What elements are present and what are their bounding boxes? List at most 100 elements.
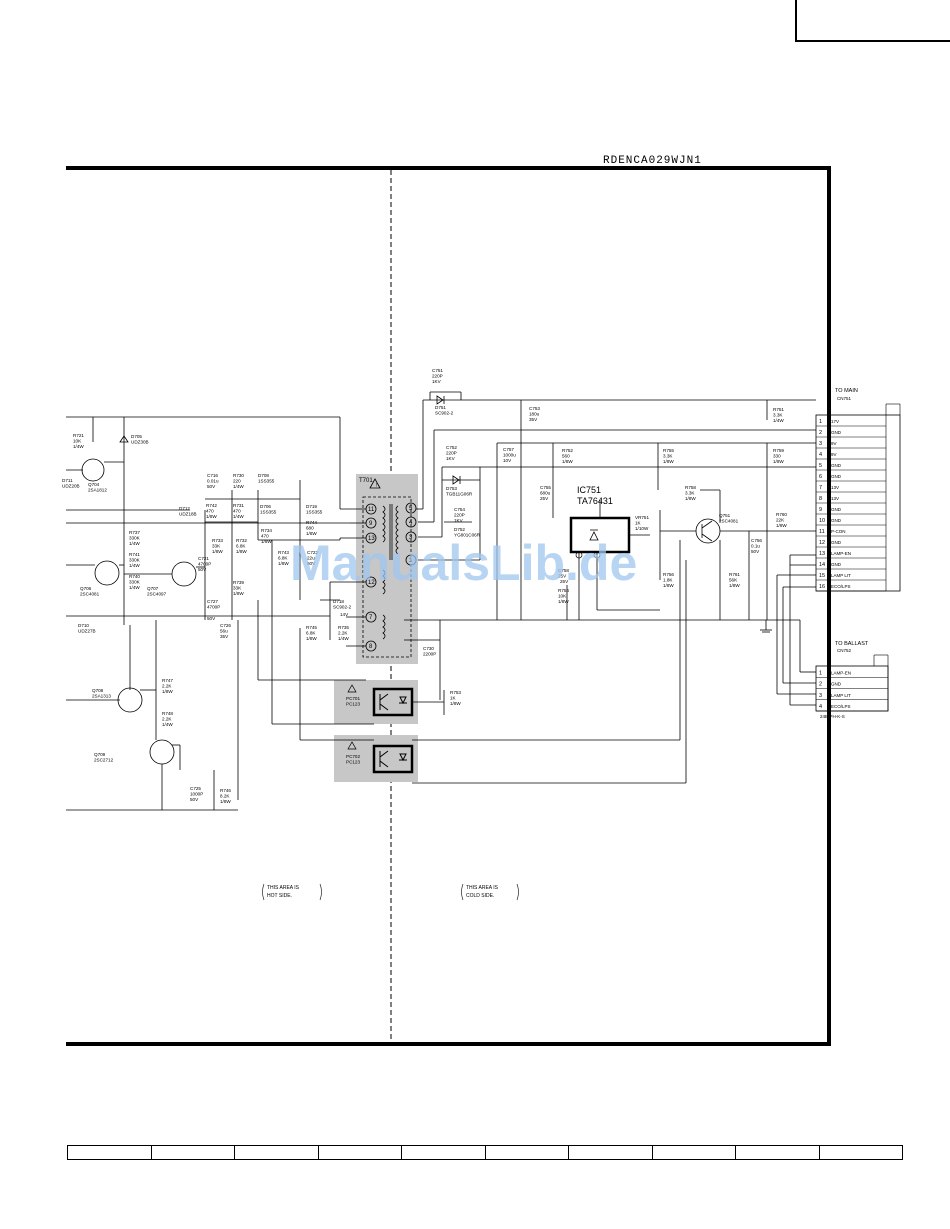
component-label-q707: 2SC4097	[147, 592, 167, 597]
ic751-ref: IC751	[577, 485, 601, 495]
component-label-d706: 1SS355	[260, 510, 277, 515]
component-label-r735: 2.2K	[338, 631, 348, 636]
component-label-pc702: PC123	[346, 760, 360, 765]
cold-note-line1: THIS AREA IS	[466, 885, 499, 891]
to-ballast-note: 24B-PH-K-S	[820, 714, 845, 719]
component-label-r743: 6.8K	[278, 556, 288, 561]
component-label-q704: Q704	[88, 482, 100, 487]
component-label-d705: D705	[131, 434, 142, 439]
pin-signal-name: 13V	[831, 496, 839, 501]
component-label-c730: C730	[423, 646, 434, 651]
component-label-r721: R721	[73, 433, 84, 438]
component-label-d719: D719	[306, 504, 317, 509]
pin-signal-name: GND	[831, 562, 842, 567]
pin-signal-name: GND	[831, 430, 842, 435]
watermark: ManualsLib.de	[290, 535, 637, 591]
component-label-d710: D710	[78, 623, 89, 628]
pin-number: 2	[819, 682, 822, 688]
pin-number: 7	[819, 485, 822, 491]
pin-number: 3	[819, 693, 822, 699]
t701-shade	[356, 474, 418, 664]
component-label-r747: 1/8W	[162, 689, 173, 694]
component-label-r734: 1/8W	[261, 539, 272, 544]
hot-note-line1: THIS AREA IS	[267, 885, 300, 891]
component-label-d753: D753	[446, 486, 457, 491]
component-label-r735: R735	[338, 625, 349, 630]
component-label-c752: 1KV	[446, 456, 456, 461]
component-label-d708: D708	[258, 473, 269, 478]
svg-text:3: 3	[409, 535, 413, 541]
component-label-q706: Q706	[80, 586, 92, 591]
t701-label: T701	[359, 478, 373, 484]
component-label-c716: C716	[207, 473, 218, 478]
component-label-r731: R731	[233, 503, 244, 508]
component-label-c726: 35V	[220, 634, 229, 639]
component-label-c721: 50V	[198, 567, 207, 572]
component-label-c752: 220P	[446, 451, 457, 456]
component-label-r756: 1.8K	[663, 578, 673, 583]
component-label-r746: 1/8W	[220, 799, 231, 804]
component-label-r746: 8.2K	[220, 794, 230, 799]
component-label-r759: 330	[773, 454, 781, 459]
component-label-r739: R739	[233, 580, 244, 585]
page-number-box	[795, 0, 950, 42]
pin-number: 15	[819, 573, 825, 579]
component-label-c756: 0.1u	[751, 544, 760, 549]
component-label-r737: 1/4W	[129, 541, 140, 546]
component-label-r734: R734	[261, 528, 272, 533]
to-ballast-title: TO BALLAST	[835, 641, 869, 647]
component-label-r740: R740	[129, 574, 140, 579]
component-label-r735: 1/4W	[338, 636, 349, 641]
pin-number: 4	[819, 452, 822, 458]
component-label-r743: 1/8W	[278, 561, 289, 566]
pin-signal-name: ECO/LPS	[831, 584, 851, 589]
component-label-r721: 10K	[73, 439, 82, 444]
voltage-label: 50V	[207, 616, 216, 621]
component-label-r759: 1/8W	[773, 459, 784, 464]
component-label-d706: D706	[260, 504, 271, 509]
component-label-c727: 4700P	[207, 605, 220, 610]
component-label-r755: R755	[663, 448, 674, 453]
component-label-c721: 4700P	[198, 562, 211, 567]
pin-number: 16	[819, 584, 825, 590]
component-label-r751: 1/4W	[773, 418, 784, 423]
pin-signal-name: 17V	[831, 419, 839, 424]
component-label-r737: R737	[129, 530, 140, 535]
component-label-r742: 1/8W	[206, 514, 217, 519]
component-label-r740: 1/4W	[129, 585, 140, 590]
component-label-d705: UDZ30B	[131, 440, 149, 445]
component-label-r742: 470	[206, 509, 214, 514]
component-label-r732: 1/8W	[236, 549, 247, 554]
pin-signal-name: ECO/LPS	[831, 704, 851, 709]
component-label-d712: D712	[179, 506, 190, 511]
component-label-r745: 6.8K	[306, 631, 316, 636]
component-label-pc702: PC702	[346, 754, 360, 759]
component-label-r739: 1/8W	[233, 591, 244, 596]
component-label-r730: R730	[233, 473, 244, 478]
component-label-c721: C721	[198, 556, 209, 561]
component-label-q709: Q709	[94, 752, 106, 757]
hot-side-wiring	[66, 416, 374, 811]
pin-number: 1	[819, 419, 822, 425]
svg-text:4: 4	[409, 520, 413, 526]
pin-number: 3	[819, 441, 822, 447]
pin-signal-name: GND	[831, 474, 842, 479]
pin-number: 12	[819, 540, 825, 546]
pin-number: 6	[819, 474, 822, 480]
component-label-c758: C758	[558, 568, 569, 573]
component-label-r753: R753	[450, 690, 461, 695]
cold-side-wiring	[404, 391, 816, 784]
component-label-c730: 2200P	[423, 652, 436, 657]
component-label-c722: 50V	[307, 561, 316, 566]
component-label-d708: 1SS355	[258, 479, 275, 484]
component-label-r754: R754	[558, 588, 569, 593]
to-main-connector-ref: CN751	[837, 396, 852, 401]
bottom-grid-strip	[67, 1145, 903, 1160]
component-label-c751: 220P	[432, 374, 443, 379]
svg-text:7: 7	[369, 615, 373, 621]
component-label-c753: 180u	[529, 412, 540, 417]
component-label-c722: 22u	[307, 556, 315, 561]
